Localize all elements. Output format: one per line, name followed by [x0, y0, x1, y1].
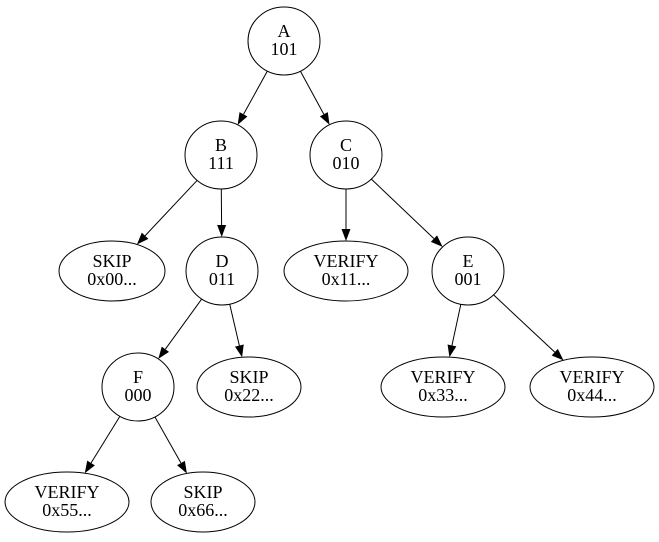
node-skip66-shape — [150, 471, 256, 533]
node-verify33: VERIFY0x33... — [380, 356, 506, 418]
edge-B-D — [217, 188, 227, 238]
edge-line — [154, 416, 182, 464]
node-D-label-line1: D — [216, 251, 229, 271]
arrowhead-icon — [447, 344, 457, 358]
edge-E-verify44 — [493, 294, 564, 361]
edge-F-skip66 — [154, 416, 187, 474]
arrowhead-icon — [319, 112, 330, 125]
node-skip22-label-line2: 0x22... — [224, 385, 274, 405]
edge-line — [493, 294, 556, 353]
arrowhead-icon — [177, 460, 187, 474]
edge-line — [371, 178, 435, 239]
edge-C-E — [371, 178, 443, 247]
node-verify44-shape — [529, 356, 655, 418]
node-skip00-label-line1: SKIP — [92, 251, 131, 271]
node-verify33-label-line2: 0x33... — [418, 385, 468, 405]
node-skip00: SKIP0x00... — [58, 240, 166, 302]
node-verify44: VERIFY0x44... — [529, 356, 655, 418]
arrowhead-icon — [84, 460, 95, 474]
edge-E-verify33 — [447, 304, 462, 358]
node-verify11: VERIFY0x11... — [283, 240, 409, 302]
edge-line — [451, 304, 462, 346]
node-C-shape — [309, 120, 383, 190]
node-D-label-line2: 011 — [209, 269, 235, 289]
node-E-label-line2: 001 — [455, 269, 482, 289]
node-F-shape — [101, 352, 175, 422]
node-verify55-label-line1: VERIFY — [34, 482, 99, 502]
node-skip22: SKIP0x22... — [196, 356, 302, 418]
node-A-label-line1: A — [278, 21, 291, 41]
node-verify33-shape — [380, 356, 506, 418]
node-B-label-line1: B — [215, 135, 227, 155]
node-F-label-line1: F — [133, 367, 143, 387]
arrowhead-icon — [217, 224, 227, 238]
arrowhead-icon — [551, 348, 564, 361]
node-verify55-shape — [4, 471, 130, 533]
node-skip22-shape — [196, 356, 302, 418]
node-skip66: SKIP0x66... — [150, 471, 256, 533]
edge-C-verify11 — [341, 189, 351, 241]
node-B-shape — [184, 120, 258, 190]
edge-A-B — [237, 70, 268, 125]
node-C-label-line1: C — [340, 135, 352, 155]
edge-line — [243, 70, 268, 115]
node-verify55: VERIFY0x55... — [4, 471, 130, 533]
node-skip66-label-line1: SKIP — [183, 482, 222, 502]
node-F-label-line2: 000 — [125, 385, 152, 405]
arrowhead-icon — [430, 235, 443, 247]
node-E-shape — [431, 236, 505, 306]
edge-A-C — [300, 71, 330, 125]
node-skip22-label-line1: SKIP — [229, 367, 268, 387]
node-skip00-label-line2: 0x00... — [87, 269, 137, 289]
node-verify33-label-line1: VERIFY — [410, 367, 475, 387]
node-verify55-label-line2: 0x55... — [42, 500, 92, 520]
arrowhead-icon — [158, 346, 170, 359]
node-E-label-line1: E — [463, 251, 474, 271]
edge-D-F — [158, 298, 203, 359]
node-verify11-label-line1: VERIFY — [313, 251, 378, 271]
node-verify44-label-line1: VERIFY — [559, 367, 624, 387]
node-A-shape — [247, 6, 321, 76]
edge-D-skip22 — [229, 304, 244, 358]
arrowhead-icon — [136, 232, 149, 245]
node-verify44-label-line2: 0x44... — [567, 385, 617, 405]
node-verify11-label-line2: 0x11... — [322, 269, 371, 289]
edge-line — [164, 298, 203, 350]
arrowhead-icon — [237, 112, 248, 125]
edge-F-verify55 — [84, 416, 121, 474]
edge-line — [300, 71, 325, 115]
arrowhead-icon — [234, 344, 244, 358]
node-skip66-label-line2: 0x66... — [178, 500, 228, 520]
node-verify11-shape — [283, 240, 409, 302]
node-skip00-shape — [58, 240, 166, 302]
edge-line — [90, 416, 121, 464]
node-B-label-line2: 111 — [208, 153, 234, 173]
edge-line — [144, 180, 198, 237]
node-C-label-line2: 010 — [333, 153, 360, 173]
node-A-label-line2: 101 — [271, 39, 298, 59]
arrowhead-icon — [341, 229, 351, 241]
node-D-shape — [185, 236, 259, 306]
edge-B-skip00 — [136, 180, 198, 245]
edge-line — [229, 304, 240, 346]
